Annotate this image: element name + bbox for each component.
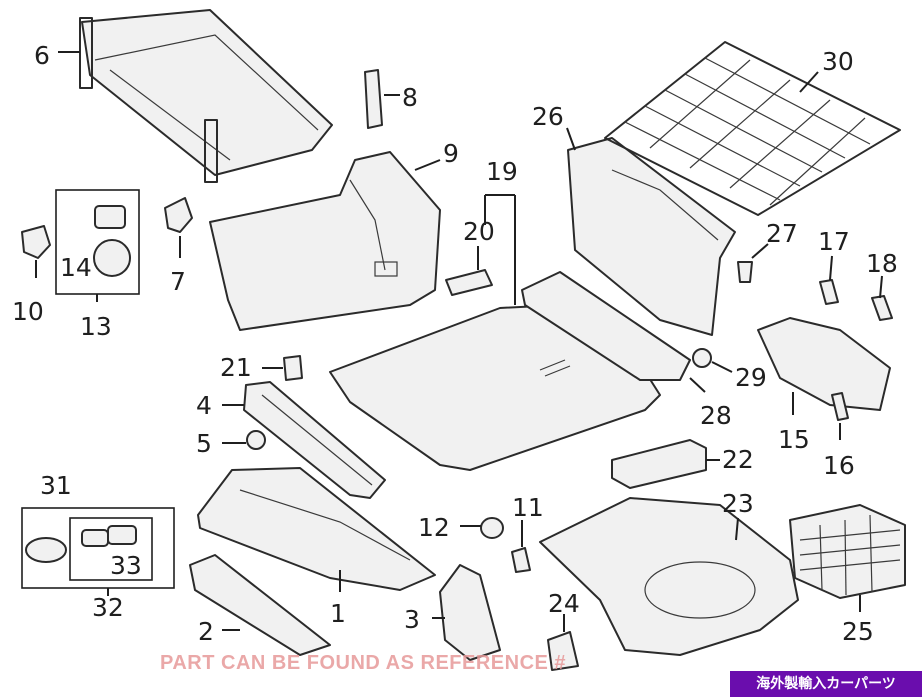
callout-14: 14: [60, 253, 92, 282]
part-15-tray: [757, 317, 891, 415]
part-12-cap: [460, 517, 504, 539]
part-28-rail: [521, 271, 706, 393]
part-8-bracket: [364, 69, 400, 129]
callout-23: 23: [722, 489, 754, 518]
callout-16: 16: [823, 451, 855, 480]
callout-20: 20: [463, 217, 495, 246]
part-3-bracket: [432, 564, 501, 661]
callout-2: 2: [198, 617, 214, 646]
part-5-clip: [222, 430, 266, 450]
callout-3: 3: [404, 605, 420, 634]
seller-badge: 海外製輸入カーパーツ: [730, 671, 922, 697]
part-24-bracket: [547, 614, 579, 671]
part-21-clip: [262, 355, 303, 381]
part-26-rear-panel: [566, 127, 736, 336]
part-18-fastener: [871, 275, 893, 321]
part-1-floor-panel: [197, 467, 436, 592]
callout-4: 4: [196, 391, 212, 420]
part-29-plug: [692, 348, 733, 373]
part-22-module: [611, 439, 720, 489]
callout-28: 28: [700, 401, 732, 430]
group-31-box: [21, 507, 175, 596]
callout-22: 22: [722, 445, 754, 474]
part-17-fastener: [819, 255, 839, 305]
part-9-side-trim: [209, 151, 441, 331]
callout-12: 12: [418, 513, 450, 542]
callout-30: 30: [822, 47, 854, 76]
callout-31: 31: [40, 471, 72, 500]
part-2-cover: [189, 554, 331, 656]
callout-1: 1: [330, 599, 346, 628]
callout-29: 29: [735, 363, 767, 392]
part-6-shelf-frame: [58, 9, 333, 183]
callout-17: 17: [818, 227, 850, 256]
part-11-clip: [511, 520, 531, 573]
callout-32: 32: [92, 593, 124, 622]
part-23-tub: [539, 497, 799, 656]
callout-9: 9: [443, 139, 459, 168]
callout-33: 33: [110, 551, 142, 580]
part-27-clip: [737, 243, 769, 283]
part-20-cover: [445, 246, 493, 296]
callout-10: 10: [12, 297, 44, 326]
callout-19: 19: [486, 157, 518, 186]
part-7-hook: [164, 197, 193, 258]
part-25-basket: [789, 504, 906, 612]
callout-11: 11: [512, 493, 544, 522]
callout-18: 18: [866, 249, 898, 278]
callout-24: 24: [548, 589, 580, 618]
callout-26: 26: [532, 102, 564, 131]
part-16-hook: [831, 392, 849, 440]
callout-5: 5: [196, 429, 212, 458]
callout-27: 27: [766, 219, 798, 248]
callout-25: 25: [842, 617, 874, 646]
part-10-clip: [21, 225, 51, 278]
callout-13: 13: [80, 312, 112, 341]
part-4-trim-strip: [222, 381, 386, 499]
part-30-cargo-net: [604, 41, 901, 216]
group-13-box: [55, 189, 140, 302]
callout-8: 8: [402, 83, 418, 112]
callout-15: 15: [778, 425, 810, 454]
callout-7: 7: [170, 267, 186, 296]
callout-21: 21: [220, 353, 252, 382]
callout-6: 6: [34, 41, 50, 70]
reference-watermark: PART CAN BE FOUND AS REFERENCE #: [160, 652, 567, 674]
